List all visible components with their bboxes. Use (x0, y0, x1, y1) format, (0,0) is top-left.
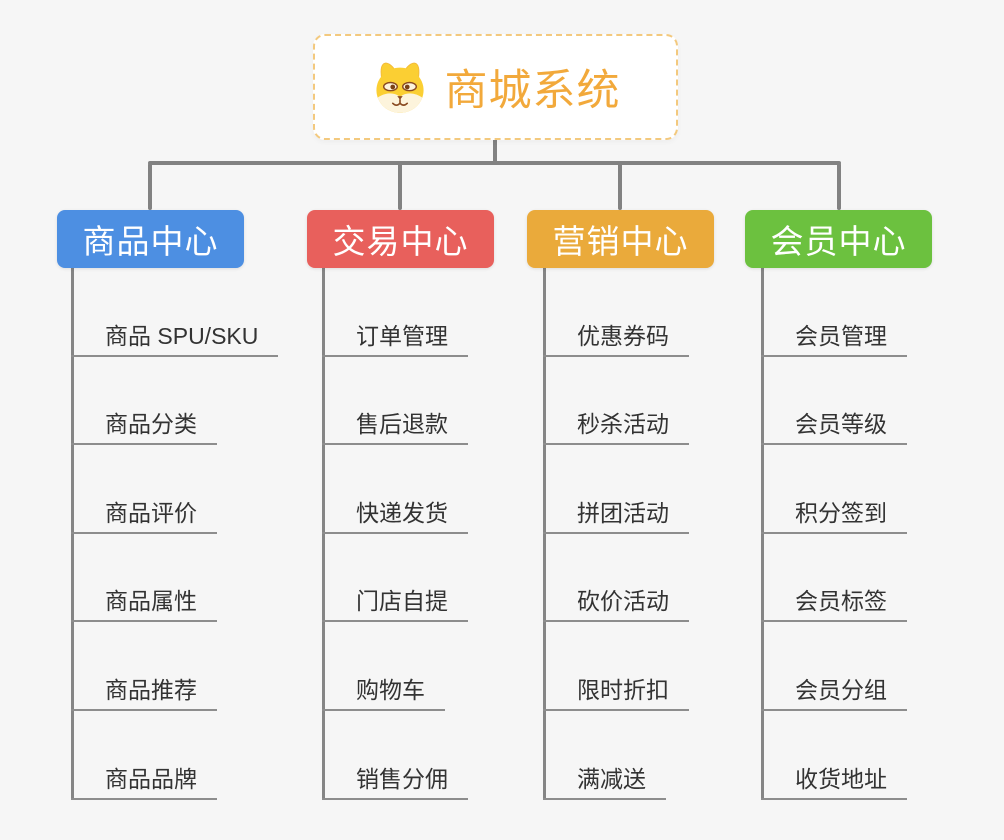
leaf-node[interactable]: 商品推荐 (71, 622, 341, 711)
connector-drop-product (148, 163, 152, 210)
leaf-node[interactable]: 商品评价 (71, 445, 341, 534)
branch-label: 商品中心 (82, 223, 219, 260)
branch-label: 会员中心 (770, 223, 907, 260)
leaf-node[interactable]: 会员等级 (761, 357, 1004, 446)
leaf-node[interactable]: 会员标签 (761, 534, 1004, 623)
branch-label: 营销中心 (552, 223, 689, 260)
connector-bus (148, 161, 841, 165)
leaf-node[interactable]: 商品 SPU/SKU (71, 268, 341, 357)
connector-drop-member (837, 163, 841, 210)
leaf-node[interactable]: 会员管理 (761, 268, 1004, 357)
root-title: 商城系统 (444, 67, 621, 115)
leaf-node[interactable]: 购物车 (322, 622, 592, 711)
leaf-node[interactable]: 商品分类 (71, 357, 341, 446)
leaf-node[interactable]: 商品品牌 (71, 711, 341, 800)
trunk-product-center (71, 268, 74, 800)
branch-node-product-center[interactable]: 商品中心 (57, 210, 244, 268)
leaf-node[interactable]: 限时折扣 (543, 622, 813, 711)
leaf-node[interactable]: 快递发货 (322, 445, 592, 534)
branch-node-marketing-center[interactable]: 营销中心 (527, 210, 714, 268)
leaf-node[interactable]: 订单管理 (322, 268, 592, 357)
leaf-node[interactable]: 秒杀活动 (543, 357, 813, 446)
leaf-column-marketing-center: 优惠券码 秒杀活动 拼团活动 砍价活动 限时折扣 满减送 (543, 268, 813, 800)
leaf-node[interactable]: 优惠券码 (543, 268, 813, 357)
leaf-node[interactable]: 满减送 (543, 711, 813, 800)
shiba-dog-icon (375, 62, 424, 113)
leaf-node[interactable]: 砍价活动 (543, 534, 813, 623)
leaf-node[interactable]: 商品属性 (71, 534, 341, 623)
leaf-column-member-center: 会员管理 会员等级 积分签到 会员标签 会员分组 收货地址 (761, 268, 1004, 800)
leaf-node[interactable]: 售后退款 (322, 357, 592, 446)
branch-node-trade-center[interactable]: 交易中心 (307, 210, 494, 268)
branch-label: 交易中心 (332, 223, 469, 260)
connector-drop-trade (398, 163, 402, 210)
leaf-node[interactable]: 拼团活动 (543, 445, 813, 534)
connector-drop-marketing (618, 163, 622, 210)
trunk-member-center (761, 268, 764, 800)
connector-root-drop (493, 138, 497, 165)
trunk-marketing-center (543, 268, 546, 800)
leaf-node[interactable]: 积分签到 (761, 445, 1004, 534)
leaf-node[interactable]: 门店自提 (322, 534, 592, 623)
leaf-column-product-center: 商品 SPU/SKU 商品分类 商品评价 商品属性 商品推荐 商品品牌 (71, 268, 341, 800)
leaf-node[interactable]: 会员分组 (761, 622, 1004, 711)
leaf-node[interactable]: 销售分佣 (322, 711, 592, 800)
branch-node-member-center[interactable]: 会员中心 (745, 210, 932, 268)
trunk-trade-center (322, 268, 325, 800)
leaf-column-trade-center: 订单管理 售后退款 快递发货 门店自提 购物车 销售分佣 (322, 268, 592, 800)
leaf-node[interactable]: 收货地址 (761, 711, 1004, 800)
root-node[interactable]: 商城系统 (313, 34, 678, 140)
